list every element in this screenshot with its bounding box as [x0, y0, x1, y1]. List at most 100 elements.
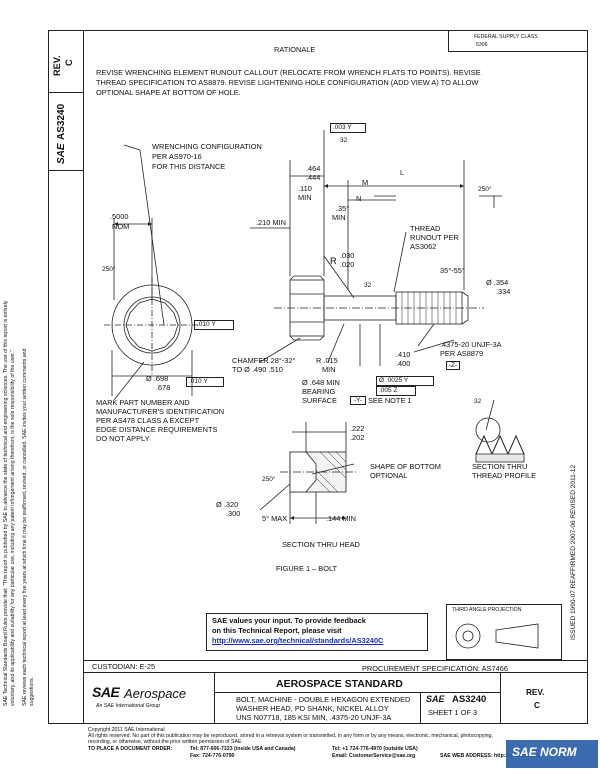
title-rev-value: C	[534, 701, 540, 710]
dim-444: .444	[306, 173, 321, 182]
section-thread-2: THREAD PROFILE	[472, 471, 537, 480]
watermark-badge	[506, 740, 598, 768]
bearing-1: Ø .648 MIN	[302, 378, 340, 387]
procurement-spec: PROCUREMENT SPECIFICATION: AS7466	[362, 664, 508, 673]
bearing-3: SURFACE	[302, 396, 337, 405]
dim-202: .202	[350, 433, 365, 442]
dim-222: .222	[350, 424, 365, 433]
footer-copyright: Copyright 2011 SAE International	[88, 727, 165, 733]
rationale-text-1: REVISE WRENCHING ELEMENT RUNOUT CALLOUT …	[96, 68, 481, 77]
dia-334: .334	[496, 287, 511, 296]
figure-caption: FIGURE 1 – BOLT	[276, 564, 338, 573]
feedback-link[interactable]: http://www.sae.org/technical/standards/A…	[212, 636, 384, 645]
fsc-box	[448, 30, 588, 52]
projection-box	[446, 604, 562, 660]
thread-runout-2: RUNOUT PER	[410, 233, 459, 242]
deg-5max: 5° MAX	[262, 514, 288, 523]
section-thread-1: SECTION THRU	[472, 462, 528, 471]
thread-runout-3: AS3062	[410, 242, 437, 251]
federal-note-1: FEDERAL SUPPLY CLASS	[474, 34, 538, 40]
fcf-0025-datum: Y	[403, 377, 409, 384]
thread-angle: 35°-55°	[440, 266, 465, 275]
footer-rights: All rights reserved. No part of this pub…	[88, 733, 493, 739]
r015: R .015	[316, 356, 338, 365]
angle-250-a: 250°	[102, 266, 116, 273]
feedback-line2: on this Technical Report, please visit	[212, 626, 342, 635]
mark-5: DO NOT APPLY	[96, 434, 150, 443]
margin-text-line2: voluntary, and its applicability and sui…	[10, 350, 16, 706]
thread-runout-1: THREAD	[410, 224, 441, 233]
margin-text-line4: suggestions.	[29, 676, 35, 706]
dim-35-min: MIN	[332, 213, 346, 222]
mark-4: EDGE DISTANCE REQUIREMENTS	[96, 425, 218, 434]
fcf-0025: Ø .0025 Y	[376, 376, 434, 386]
logo-aerospace: Aerospace	[124, 686, 187, 701]
fcf-005-value: .005	[379, 387, 392, 394]
wrench-config-2: PER AS970-16	[152, 152, 202, 161]
sae-mark: SAE	[56, 143, 67, 164]
dim-144: .144 MIN	[326, 514, 356, 523]
thread-spec-1: .4375-20 UNJF-3A	[440, 340, 502, 349]
dim-464: .464	[306, 164, 321, 173]
dim-410: .410	[396, 350, 411, 359]
rev-value: C	[64, 59, 74, 66]
datum-z: -Z-	[446, 361, 460, 370]
sheet-count: SHEET 1 OF 3	[428, 708, 478, 717]
angle-250-b: 250°	[478, 186, 492, 193]
dia-354: Ø .354	[486, 278, 509, 287]
footer-rights-2: recording, or otherwise, without the pri…	[88, 739, 243, 745]
r015-min: MIN	[322, 365, 336, 374]
dia-320: Ø .320	[216, 500, 239, 509]
title-rev-label: REV.	[526, 688, 545, 697]
fcf-010b: .010 Y	[186, 377, 224, 387]
desc-3: UNS N07718, 185 KSI MIN, .4375-20 UNJF-3…	[236, 713, 392, 722]
title-number: AS3240	[452, 694, 487, 705]
document-number: AS3240	[56, 103, 67, 140]
rationale-title: RATIONALE	[274, 45, 316, 54]
desc-1: BOLT, MACHINE - DOUBLE HEXAGON EXTENDED	[236, 695, 411, 704]
finish-32-b: 32	[364, 282, 372, 289]
thread-spec-2: PER AS8879	[440, 349, 484, 358]
fcf-010-value: .010	[197, 321, 210, 328]
fcf-010b-value: .010	[189, 378, 202, 385]
logo-tag: An SAE International Group	[96, 703, 161, 709]
radius-030: .030	[340, 251, 355, 260]
left-title-column	[48, 30, 84, 724]
fcf-005-datum: Z	[393, 387, 398, 394]
fcf-0025-value: Ø .0025	[379, 377, 403, 384]
rationale-text-3: OPTIONAL SHAPE AT BOTTOM OF HOLE.	[96, 88, 241, 97]
bolt-drawing	[104, 130, 525, 524]
fcf-005: .005 Z	[376, 386, 416, 396]
chamfer-1: CHAMFER 28°-32°	[232, 356, 296, 365]
footer-tel2: Tel: +1 724-776-4970 (outside USA)	[332, 746, 418, 752]
watermark-text: SAE NORM	[512, 745, 577, 759]
mark-1: MARK PART NUMBER AND	[96, 398, 190, 407]
dim-110: .110	[298, 184, 312, 193]
dim-210: .210 MIN	[256, 218, 286, 227]
footer-web: SAE WEB ADDRESS: http://www.sae.org	[440, 753, 541, 759]
footer-order-label: TO PLACE A DOCUMENT ORDER:	[88, 746, 173, 752]
bearing-2: BEARING	[302, 387, 336, 396]
fcf-010: .010 Y	[194, 320, 234, 330]
dim-400: .400	[396, 359, 411, 368]
nom-label: NOM	[112, 222, 130, 231]
dia-698: Ø .698	[146, 374, 169, 383]
letter-m: M	[362, 178, 369, 187]
bottom-shape-1: SHAPE OF BOTTOM	[370, 462, 441, 471]
chamfer-2: TO Ø .490 .510	[232, 365, 283, 374]
dim-110-min: MIN	[298, 193, 312, 202]
footer-fax: Fax: 724-776-0790	[190, 753, 235, 759]
see-note: SEE NOTE 1	[368, 396, 412, 405]
desc-2: WASHER HEAD, PD SHANK, NICKEL ALLOY	[236, 704, 389, 713]
margin-text-line1: SAE Technical Standards Board Rules prov…	[3, 300, 9, 706]
feedback-box	[206, 613, 428, 651]
finish-32-a: 32	[340, 137, 348, 144]
wrench-config-1: WRENCHING CONFIGURATION	[152, 142, 262, 151]
nom-value: .5000	[110, 212, 129, 221]
rev-label: REV.	[52, 55, 62, 76]
logo-sae: SAE	[92, 684, 120, 700]
mark-3: PER AS478 CLASS A EXCEPT	[96, 416, 200, 425]
section-label: SECTION THRU HEAD	[282, 540, 360, 549]
footer-tel: Tel: 877-606-7323 (inside USA and Canada…	[190, 746, 296, 752]
